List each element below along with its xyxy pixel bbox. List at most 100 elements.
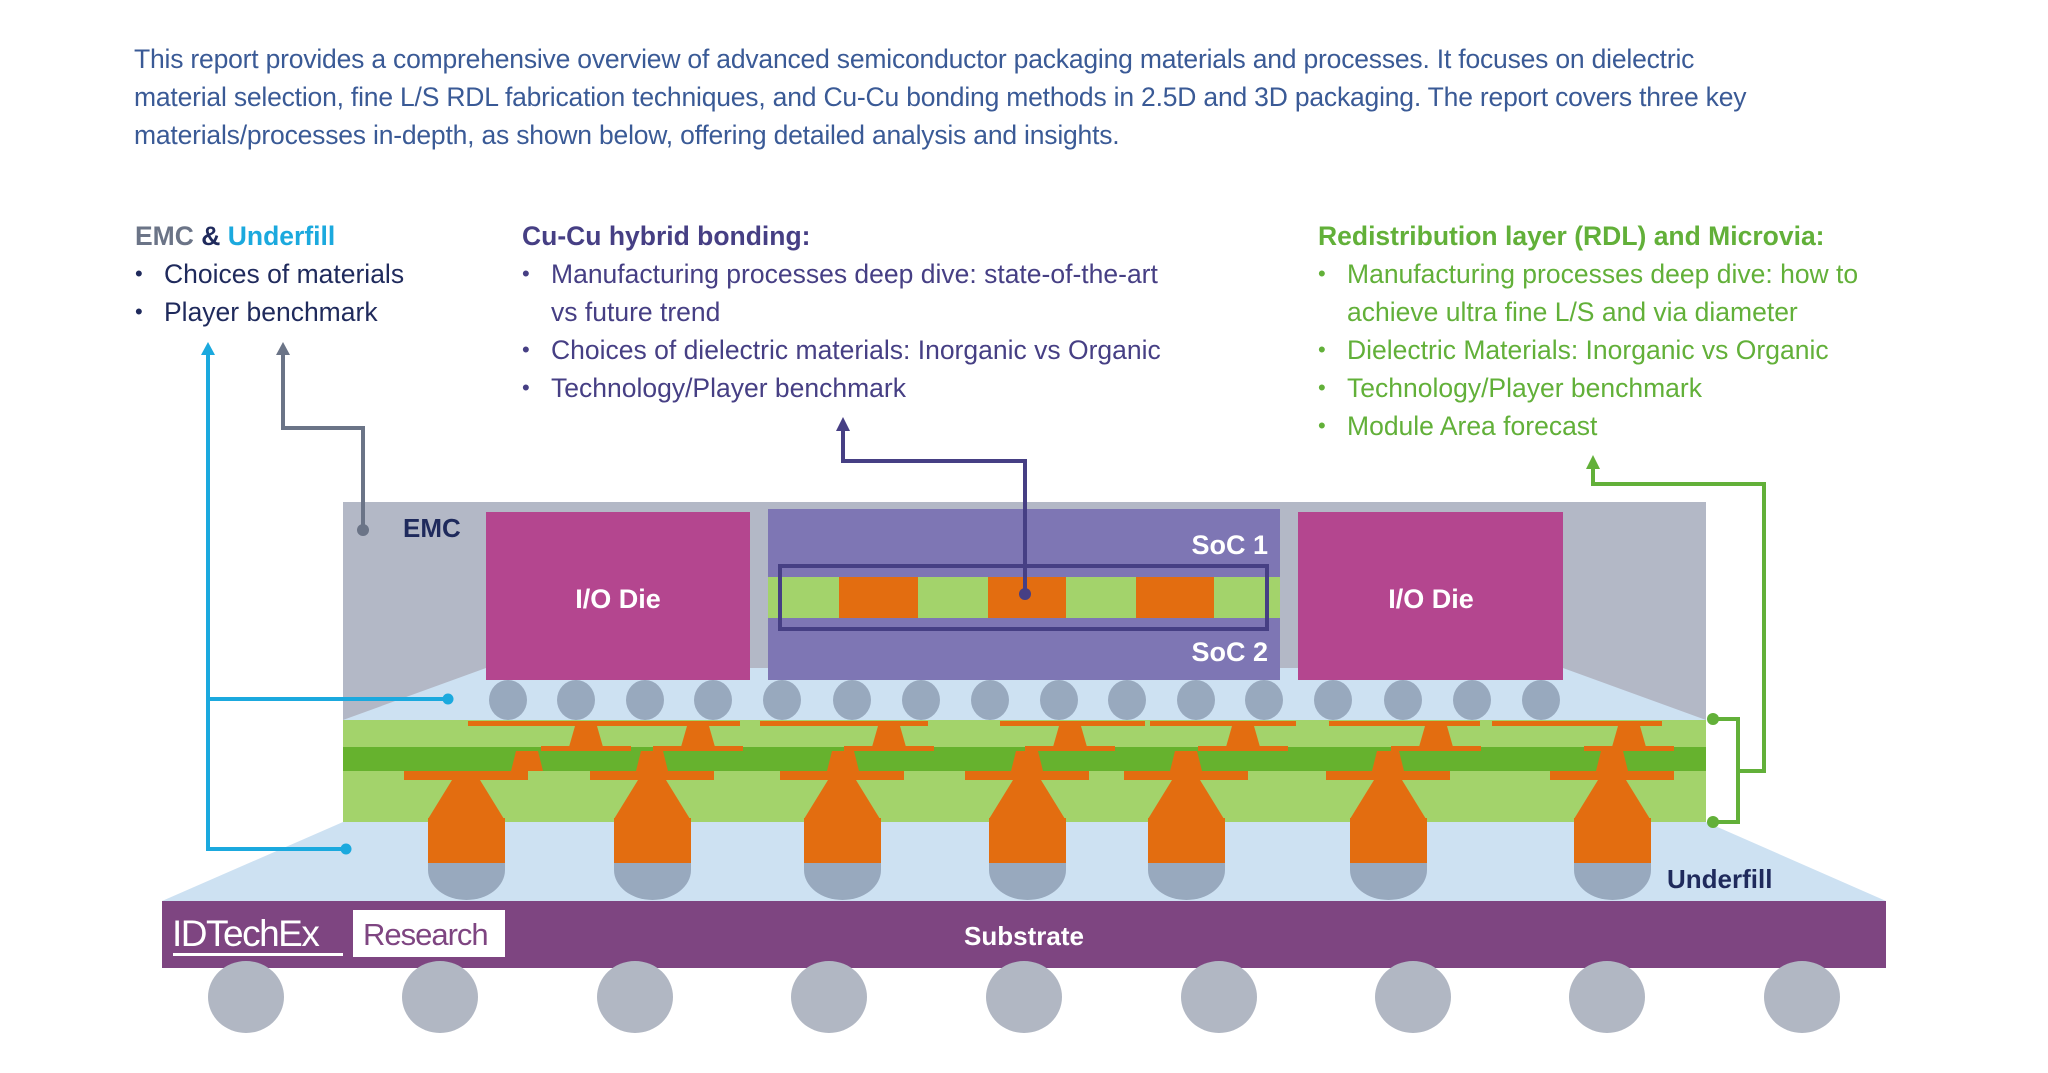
rdl-mid-pad <box>844 746 934 751</box>
bonding-pads <box>839 577 1214 618</box>
underfill-title-part: Underfill <box>227 221 336 251</box>
microbump <box>1453 680 1491 720</box>
copper-pillars <box>428 780 1651 901</box>
microbump <box>694 680 732 720</box>
bga-ball <box>1181 961 1257 1033</box>
bga-ball <box>1375 961 1451 1033</box>
list-item: Manufacturing processes deep dive: how t… <box>1318 255 1858 331</box>
microbump <box>489 680 527 720</box>
underfill-arrow-dot <box>442 693 454 705</box>
logo-suffix-box <box>353 910 505 957</box>
ampersand: & <box>193 221 228 251</box>
solder-cap <box>1148 863 1225 901</box>
solder-cap <box>614 863 691 900</box>
intro-line: This report provides a comprehensive ove… <box>134 44 1695 74</box>
logo-underline <box>173 953 343 956</box>
copper-pillar <box>1148 818 1225 863</box>
rdl-upper-via <box>681 726 715 747</box>
rdl-arrow-line <box>1591 468 1766 773</box>
rdl-mid-pad <box>1198 746 1288 751</box>
intro-paragraph: This report provides a comprehensive ove… <box>134 40 1934 154</box>
rdl-bottom-pad <box>965 771 1089 780</box>
underfill-arrow-dot <box>340 843 352 855</box>
emc-arrow-dot <box>357 524 369 536</box>
microbump <box>1384 680 1422 720</box>
rdl-bottom-pad <box>1326 771 1450 780</box>
intro-line: material selection, fine L/S RDL fabrica… <box>134 82 1747 112</box>
pillar-via <box>614 780 690 819</box>
underfill-upper <box>343 668 1706 720</box>
rdl-arrow-dot <box>1707 713 1719 725</box>
rdl-lower-via <box>636 751 668 771</box>
rdl-bottom-pad <box>1550 771 1674 780</box>
solder-cap <box>1574 863 1651 901</box>
bga-ball <box>208 961 284 1033</box>
microbumps <box>489 680 1560 720</box>
microbump <box>557 680 595 720</box>
idtechex-logo <box>173 910 505 957</box>
bga-ball <box>402 961 478 1033</box>
bga-ball <box>597 961 673 1033</box>
rdl-mid-pad <box>1584 746 1674 751</box>
rdl-upper-via <box>1226 726 1260 747</box>
solder-cap <box>1350 863 1427 901</box>
bga-ball <box>1764 961 1840 1033</box>
microbump <box>1040 680 1078 720</box>
rdl-mid-pad <box>653 746 743 751</box>
copper-pillar <box>614 818 691 863</box>
rdl-lower-via <box>1596 751 1628 771</box>
bonding-pad <box>839 577 918 618</box>
list-item: Choices of dielectric materials: Inorgan… <box>522 331 1161 369</box>
underfill-label: Underfill <box>1667 864 1772 894</box>
copper-pillar <box>804 818 881 863</box>
underfill-arrow-line <box>206 352 346 851</box>
cu-cu-list: Manufacturing processes deep dive: state… <box>522 255 1161 407</box>
emc-callout-arrow <box>276 342 369 536</box>
rdl-bracket <box>1713 717 1740 824</box>
logo-suffix: Research <box>363 917 488 952</box>
rdl-top-pad <box>1150 721 1296 726</box>
io-die-left <box>486 512 750 680</box>
emc-label: EMC <box>403 513 461 543</box>
rdl-callout-arrow <box>1586 455 1766 828</box>
list-item: Manufacturing processes deep dive: state… <box>522 255 1161 331</box>
list-item-line: Manufacturing processes deep dive: how t… <box>1347 259 1859 289</box>
underfill-arrow-head <box>201 342 215 355</box>
intro-line: materials/processes in-depth, as shown b… <box>134 120 1120 150</box>
rdl-lower-via <box>511 751 543 771</box>
microbump <box>971 680 1009 720</box>
bga-balls <box>208 961 1840 1033</box>
list-item-line: Technology/Player benchmark <box>1347 373 1702 403</box>
emc-underfill-title: EMC & Underfill <box>135 217 404 255</box>
io-die-left-label: I/O Die <box>575 584 661 614</box>
list-item: Player benchmark <box>135 293 404 331</box>
list-item: Module Area forecast <box>1318 407 1858 445</box>
pillar-via <box>1574 780 1650 819</box>
rdl-list: Manufacturing processes deep dive: how t… <box>1318 255 1858 445</box>
rdl-bottom-pad <box>780 771 904 780</box>
rdl-mid-pad <box>1025 746 1115 751</box>
rdl-lower-via <box>1011 751 1043 771</box>
emc-underfill-list: Choices of materials Player benchmark <box>135 255 404 331</box>
list-item-line: Choices of dielectric materials: Inorgan… <box>551 335 1161 365</box>
list-item: Technology/Player benchmark <box>522 369 1161 407</box>
rdl-lower-via <box>1372 751 1404 771</box>
microbump <box>1108 680 1146 720</box>
pillar-via <box>804 780 880 819</box>
rdl-upper-via <box>1612 726 1646 747</box>
solder-cap <box>804 863 881 901</box>
rdl-upper-via <box>569 726 603 747</box>
underfill-callout-arrow <box>201 342 454 855</box>
solder-cap <box>989 863 1066 901</box>
rdl-mid-pad <box>541 746 631 751</box>
rdl-lower-via <box>827 751 859 771</box>
rdl-arrow-dot <box>1707 816 1719 828</box>
cu-cu-callout-arrow <box>836 417 1031 600</box>
pillar-via <box>1148 780 1224 819</box>
bga-ball <box>791 961 867 1033</box>
rdl-copper-traces <box>404 721 1674 780</box>
list-item-line: achieve ultra fine L/S and via diameter <box>1347 297 1798 327</box>
substrate-label: Substrate <box>964 921 1084 951</box>
copper-pillar <box>1574 818 1651 863</box>
